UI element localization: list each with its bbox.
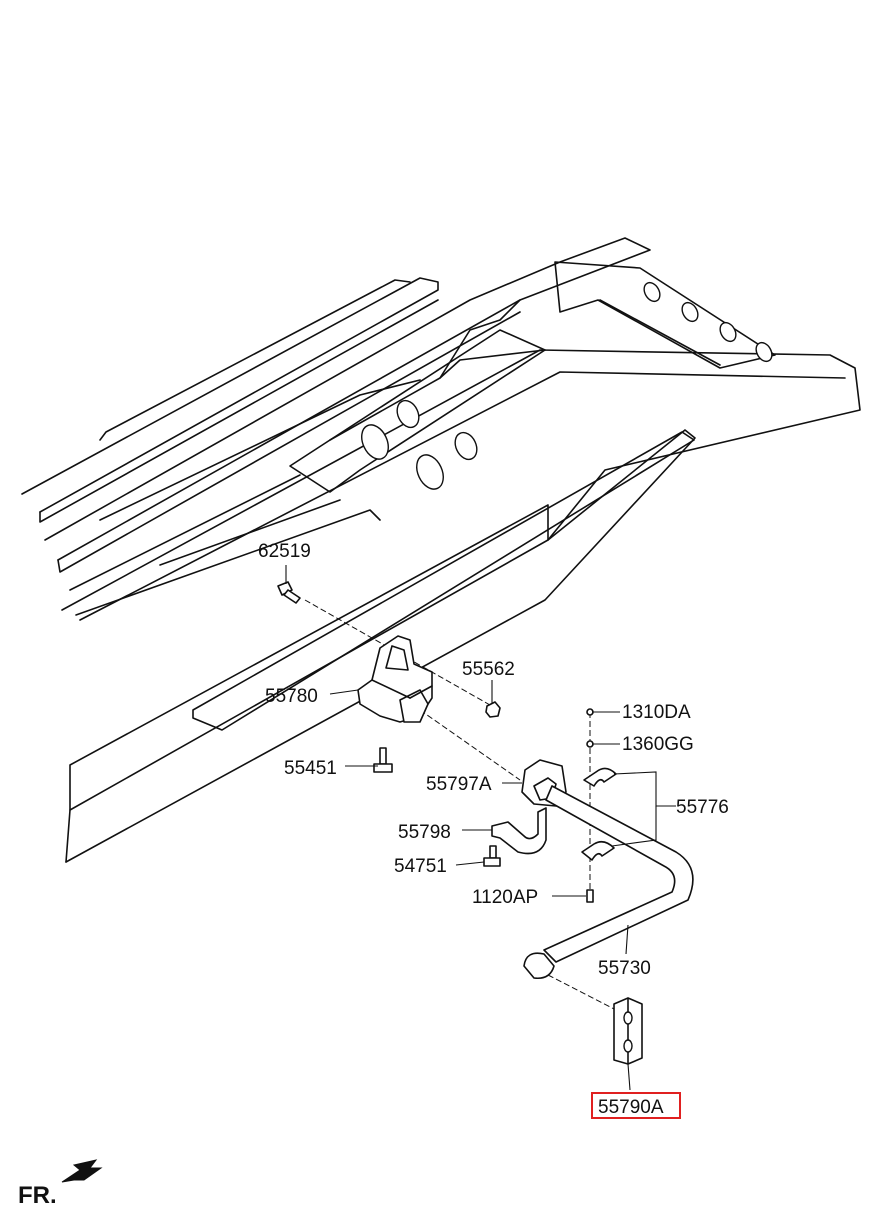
chassis-frame — [21, 237, 861, 863]
highlight-box — [591, 1092, 681, 1119]
clamp-55776-icon — [581, 767, 617, 861]
label-55798[interactable]: 55798 — [398, 822, 451, 843]
label-1120ap[interactable]: 1120AP — [472, 887, 538, 908]
bracket-55780-icon — [357, 635, 433, 723]
nut-55562-icon — [485, 701, 501, 718]
bolt-55451-icon — [373, 747, 393, 773]
bracket-55798-icon — [491, 807, 547, 855]
part-labels: 62519 55562 55780 55451 1310DA 1360GG 55… — [258, 541, 729, 1119]
arrow-down-left-icon — [61, 1159, 103, 1183]
label-1360gg[interactable]: 1360GG — [622, 734, 694, 755]
label-55797a[interactable]: 55797A — [426, 774, 492, 795]
label-55562[interactable]: 55562 — [462, 659, 515, 680]
front-direction-label: FR. — [18, 1182, 57, 1209]
label-62519[interactable]: 62519 — [258, 541, 311, 562]
stabilizer-bar-55730-icon — [523, 785, 694, 980]
label-55730[interactable]: 55730 — [598, 958, 651, 979]
link-55790a-icon — [613, 997, 643, 1065]
label-55790a[interactable]: 55790A — [598, 1097, 664, 1118]
label-54751[interactable]: 54751 — [394, 856, 447, 877]
label-55776[interactable]: 55776 — [676, 797, 729, 818]
bolt-1120ap-icon — [586, 889, 594, 903]
orientation-marker: FR. — [18, 1159, 103, 1209]
label-55780[interactable]: 55780 — [265, 686, 318, 707]
bolt-54751-icon — [483, 845, 501, 867]
label-55451[interactable]: 55451 — [284, 758, 337, 779]
leader-lines — [285, 565, 676, 1091]
label-1310da[interactable]: 1310DA — [622, 702, 691, 723]
bolt-62519-icon — [277, 581, 301, 604]
